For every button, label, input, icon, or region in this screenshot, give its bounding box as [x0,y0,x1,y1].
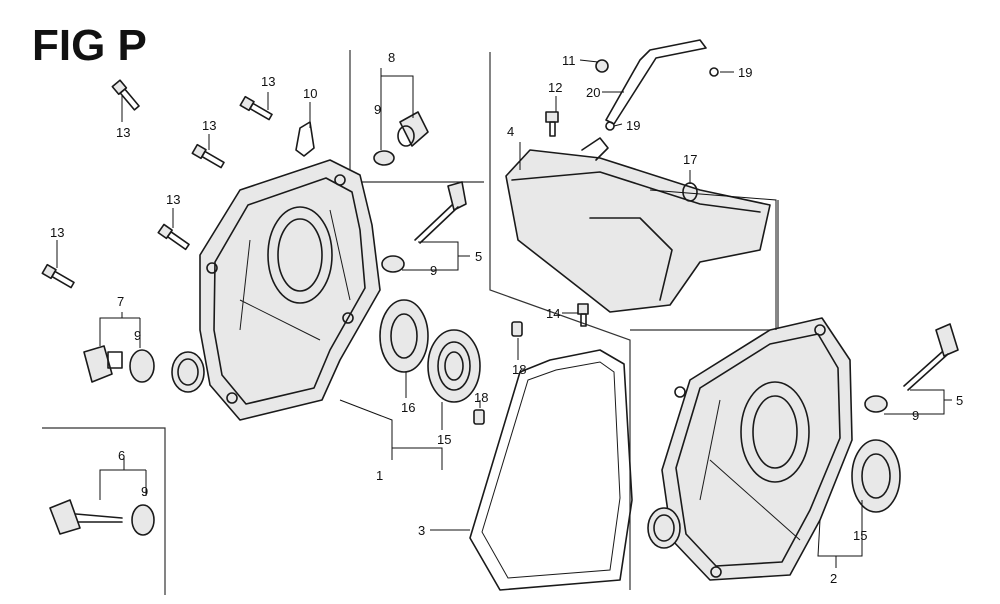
bearing-15-right [851,439,901,513]
callout-9: 9 [374,102,381,117]
callout-5: 5 [475,249,482,264]
callout-17: 17 [683,152,697,167]
callout-13: 13 [166,192,180,207]
gasket-3-inner [481,361,621,579]
washer-9-left [129,349,155,383]
callout-4: 4 [507,124,514,139]
callout-5: 5 [956,393,963,408]
callout-19: 19 [738,65,752,80]
callout-15: 15 [853,528,867,543]
dowel-pin-18-b [473,409,485,425]
callout-14: 14 [546,306,560,321]
callout-13: 13 [261,74,275,89]
o-ring-9-right [864,395,888,413]
leader-lines [56,59,952,568]
o-ring-9-upper [373,150,395,166]
breather-hose-20 [605,39,707,125]
bolt-12 [545,111,559,137]
callout-3: 3 [418,523,425,538]
callout-19: 19 [626,118,640,133]
bolt-13-group [41,79,273,289]
callout-13: 13 [116,125,130,140]
oil-plug-8 [397,111,429,147]
washer-9-lower [131,504,155,536]
callout-10: 10 [303,86,317,101]
callout-8: 8 [388,50,395,65]
bolt-14 [577,303,589,327]
callout-13: 13 [202,118,216,133]
callout-9: 9 [134,328,141,343]
clip-19-upper [709,67,719,77]
callout-1: 1 [376,468,383,483]
callout-12: 12 [548,80,562,95]
crankcase-cover-left [171,159,381,421]
clip-11 [595,59,609,73]
callout-labels: 13 13 13 13 13 10 8 9 7 9 16 15 18 18 1 … [50,50,963,586]
dipstick-5-center [414,181,467,244]
bracket-10 [295,121,315,157]
callout-15: 15 [437,432,451,447]
callout-18: 18 [512,362,526,377]
gasket-3 [469,349,633,591]
callout-9: 9 [912,408,919,423]
callout-7: 7 [117,294,124,309]
figure-title: FIG P [32,21,147,70]
callout-11: 11 [562,53,576,68]
callout-9: 9 [430,263,437,278]
crankcase-cover-right [647,317,853,581]
callout-18: 18 [474,390,488,405]
drain-plug-7 [83,345,123,383]
callout-13: 13 [50,225,64,240]
callout-16: 16 [401,400,415,415]
oil-seal-16 [379,299,429,373]
callout-2: 2 [830,571,837,586]
callout-9: 9 [141,484,148,499]
callout-20: 20 [586,85,600,100]
o-ring-9-center [381,255,405,273]
drain-plug-6 [49,499,123,535]
dowel-pin-18-a [511,321,523,337]
oil-tank-4 [505,137,771,313]
callout-6: 6 [118,448,125,463]
bearing-15-left [427,329,481,403]
dipstick-5-right [903,323,959,391]
clip-19-middle [605,121,615,131]
